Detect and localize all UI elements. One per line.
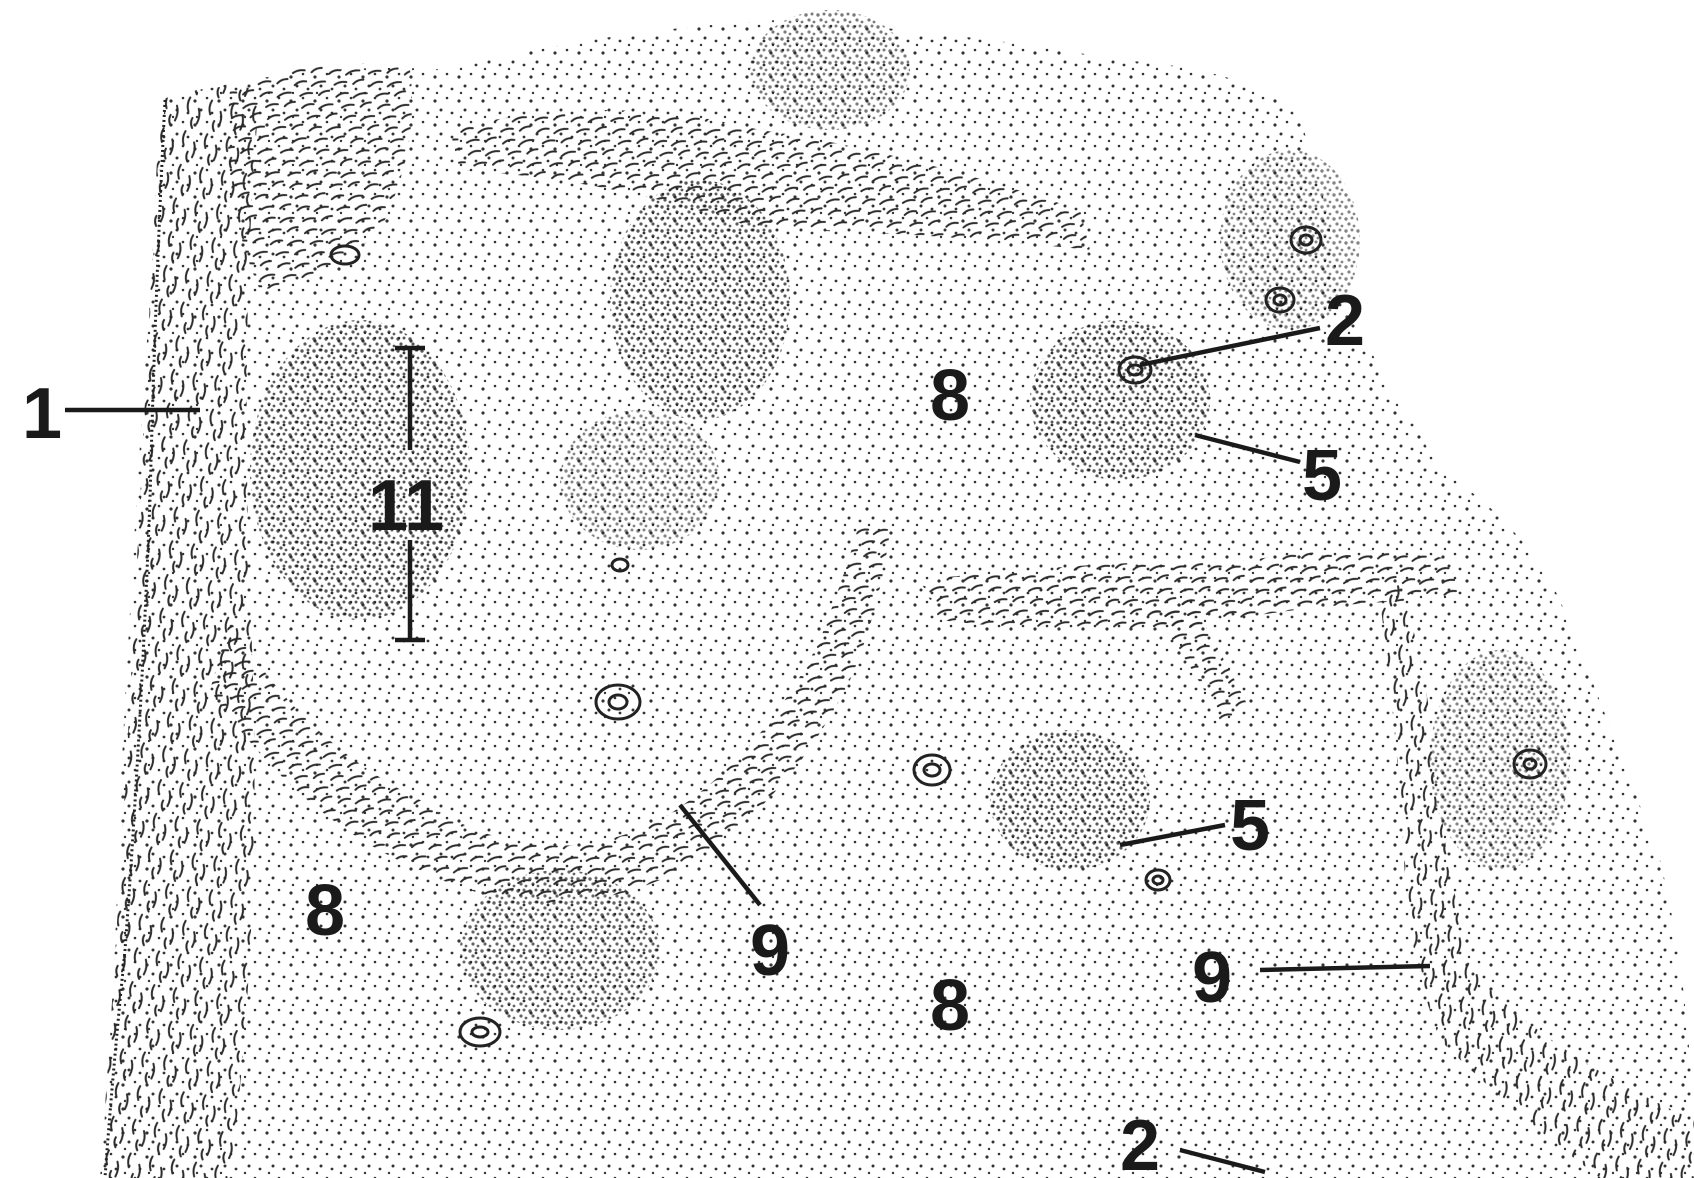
label-germinal-center-top: 5 (1302, 436, 1342, 516)
label-cortex-left: 8 (305, 871, 345, 951)
label-vessel-top: 2 (1325, 281, 1365, 361)
label-trabecula-right: 9 (1192, 938, 1232, 1018)
label-cortex-bottom: 8 (930, 966, 970, 1046)
label-trabecula-center: 9 (750, 911, 790, 991)
label-vessel-bottom: 2 (1120, 1106, 1160, 1178)
label-nodule: 11 (368, 466, 444, 546)
label-germinal-center-bottom: 5 (1230, 786, 1270, 866)
label-cortex-center: 8 (930, 356, 970, 436)
label-capsule: 1 (22, 374, 62, 454)
